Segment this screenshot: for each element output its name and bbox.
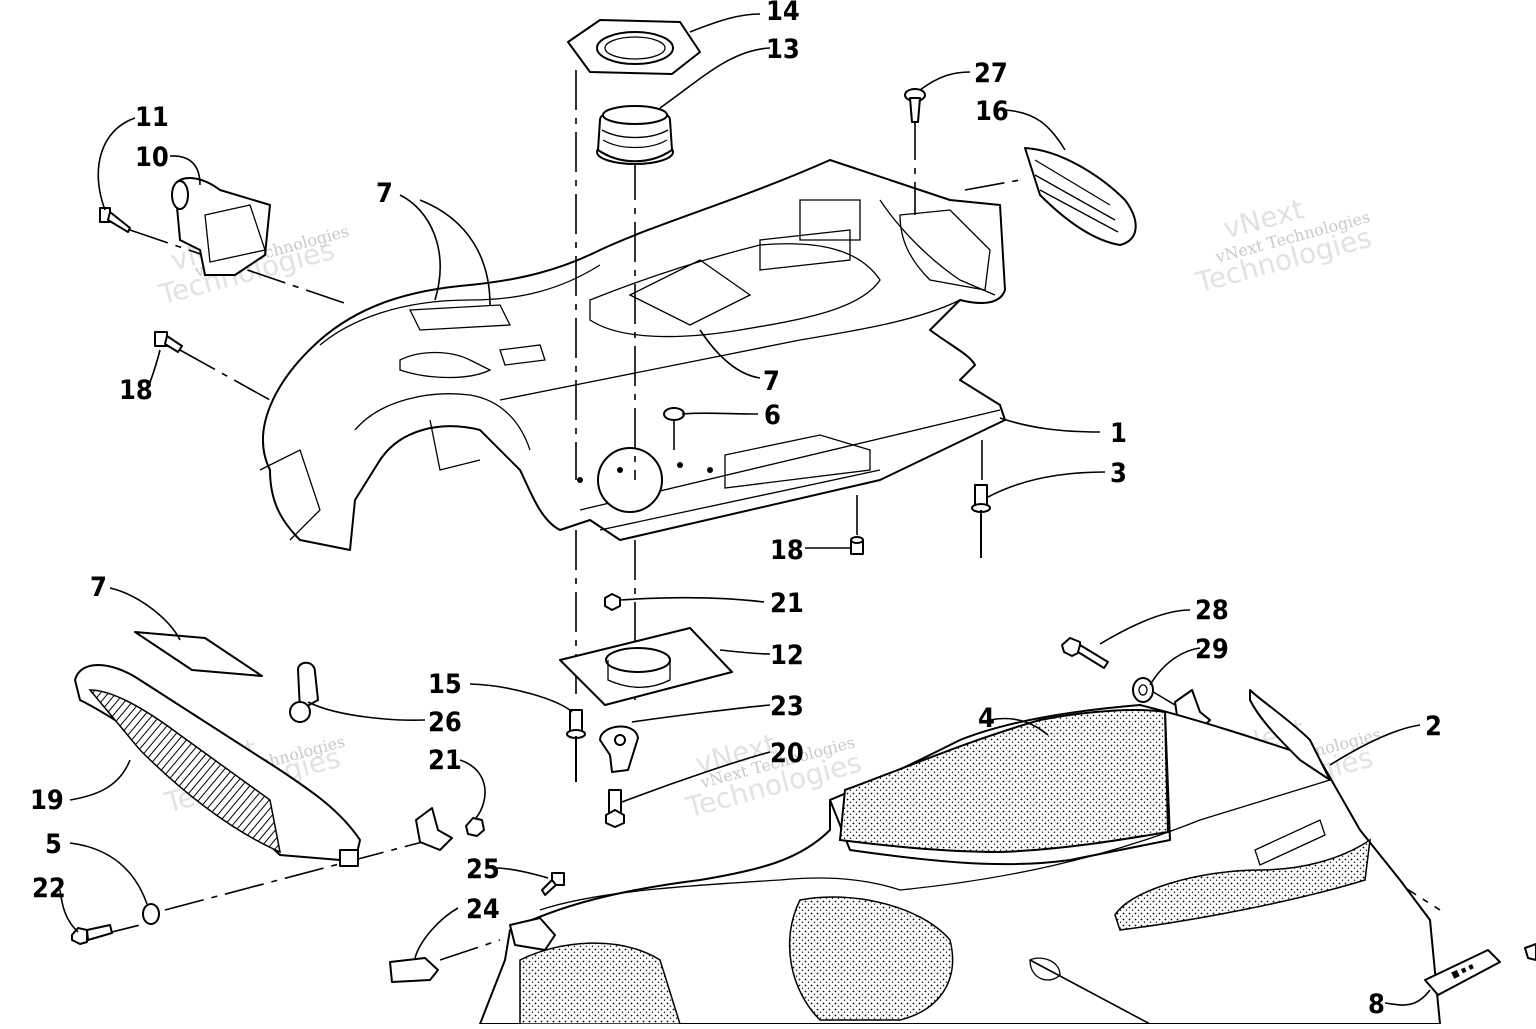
rivet-3: [971, 484, 991, 558]
callout-8: 8: [1368, 989, 1385, 1020]
washer-5: [142, 903, 160, 925]
front-bumper: [74, 664, 361, 867]
screw-18-lower: [850, 536, 864, 555]
callout-21-lower: 21: [428, 745, 462, 776]
tee-nut: [415, 807, 453, 851]
callout-29: 29: [1195, 634, 1229, 665]
rivet-15: [566, 709, 586, 782]
callout-18-upper: 18: [119, 375, 153, 406]
vent-grille: [1024, 147, 1137, 246]
callout-5: 5: [45, 829, 62, 860]
callout-14: 14: [766, 0, 800, 27]
callout-26: 26: [428, 707, 462, 738]
washer-29: [1132, 677, 1154, 703]
light-housing: [171, 177, 271, 276]
nut-21-lower: [465, 817, 485, 837]
gasket-plate: [567, 19, 701, 75]
reflector-8: ■ ▪ ▪: [1424, 949, 1501, 996]
callout-3: 3: [1110, 458, 1127, 489]
callout-28: 28: [1195, 595, 1229, 626]
screw-27: [904, 88, 926, 123]
callout-15: 15: [428, 669, 462, 700]
callout-10: 10: [135, 142, 169, 173]
assembly-centerlines: [99, 70, 1441, 961]
callout-23: 23: [770, 691, 804, 722]
callout-21-upper: 21: [770, 588, 804, 619]
bolt-20: [605, 789, 625, 828]
callout-27: 27: [974, 58, 1008, 89]
clip-23: [599, 725, 639, 773]
callout-16: 16: [975, 96, 1009, 127]
callout-7-panel: 7: [763, 366, 780, 397]
screw-18-upper: [154, 331, 183, 353]
callout-7-upper: 7: [376, 178, 393, 209]
callout-7-lower: 7: [90, 572, 107, 603]
bolt-28: [1061, 637, 1109, 669]
callout-11: 11: [135, 102, 169, 133]
callout-12: 12: [770, 640, 804, 671]
upper-body-panel: [259, 159, 1006, 551]
callout-18-lower: 18: [770, 535, 804, 566]
strap-26: [289, 661, 319, 723]
callout-4: 4: [978, 703, 995, 734]
callout-25: 25: [466, 854, 500, 885]
screw-25: [541, 872, 565, 896]
mount-plate: [559, 627, 733, 706]
callout-6: 6: [764, 400, 781, 431]
clip-24: [389, 957, 439, 983]
screw-11: [99, 207, 131, 233]
callout-19: 19: [30, 785, 64, 816]
decal-7-lower: [134, 631, 263, 677]
grommet-6: [663, 407, 685, 421]
callout-24: 24: [466, 894, 500, 925]
insulation-pad: [838, 709, 1170, 854]
callout-1: 1: [1110, 418, 1127, 449]
callout-22: 22: [32, 873, 66, 904]
callout-13: 13: [766, 34, 800, 65]
screw-8: [1524, 943, 1536, 961]
bolt-22: [71, 924, 113, 945]
callout-labels: 14 13 27 16 11 10 7 7 18 6 1 3 18 21 12 …: [30, 0, 1442, 1020]
callout-20: 20: [770, 738, 804, 769]
callout-2: 2: [1425, 711, 1442, 742]
nut-21-upper: [604, 593, 621, 611]
leader-lines: [59, 13, 1431, 1025]
rubber-boot: [596, 105, 674, 165]
